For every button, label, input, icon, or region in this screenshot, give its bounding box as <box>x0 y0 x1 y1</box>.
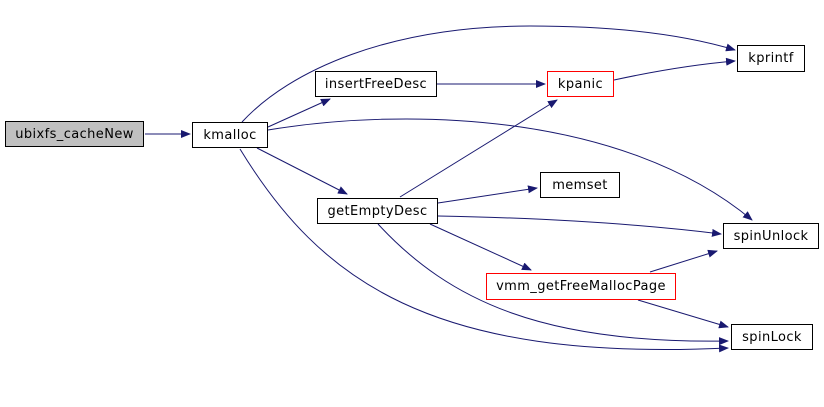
node-memset[interactable]: memset <box>540 172 620 198</box>
edge-getEmptyDesc-spinLock <box>377 223 729 346</box>
edge-kmalloc-insertFreeDesc <box>267 98 331 128</box>
node-ubixfs_cacheNew: ubixfs_cacheNew <box>5 121 144 147</box>
node-vmm_getFreeMallocPage[interactable]: vmm_getFreeMallocPage <box>486 273 676 300</box>
edge-kmalloc-spinUnlock <box>267 118 753 221</box>
edge-kpanic-kprintf <box>613 57 736 81</box>
node-kpanic[interactable]: kpanic <box>547 71 614 97</box>
edge-getEmptyDesc-kpanic <box>399 99 558 198</box>
node-insertFreeDesc[interactable]: insertFreeDesc <box>315 71 437 97</box>
node-kprintf[interactable]: kprintf <box>737 45 805 72</box>
node-kmalloc[interactable]: kmalloc <box>192 122 268 148</box>
edge-kmalloc-getEmptyDesc <box>256 147 348 195</box>
node-getEmptyDesc[interactable]: getEmptyDesc <box>317 198 438 224</box>
edge-getEmptyDesc-spinUnlock <box>437 215 722 237</box>
edge-getEmptyDesc-memset <box>437 185 538 204</box>
edge-vmm_getFreeMallocPage-spinUnlock <box>649 249 718 273</box>
edge-kmalloc-kprintf <box>241 25 736 123</box>
edge-kmalloc-spinLock <box>239 148 729 353</box>
edge-vmm_getFreeMallocPage-spinLock <box>637 299 729 329</box>
node-spinUnlock[interactable]: spinUnlock <box>723 223 819 249</box>
edge-getEmptyDesc-vmm_getFreeMallocPage <box>429 223 532 271</box>
node-spinLock[interactable]: spinLock <box>731 324 813 350</box>
